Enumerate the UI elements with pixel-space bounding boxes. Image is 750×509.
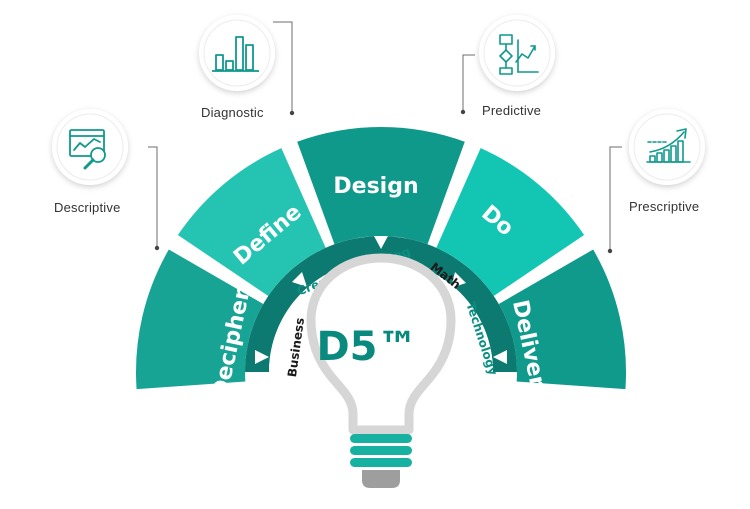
descriptive-connector-dot xyxy=(154,245,160,251)
bulb-base-band-1 xyxy=(350,434,412,443)
prescriptive-connector xyxy=(609,146,622,249)
label-descriptive: Descriptive xyxy=(54,200,121,215)
descriptive-circle xyxy=(52,109,128,185)
bulb-base-band-2 xyxy=(350,446,412,455)
predictive-connector-dot xyxy=(460,109,466,115)
analytics-icons xyxy=(52,15,705,254)
prescriptive-node xyxy=(607,109,705,254)
flowchart-icon xyxy=(499,34,539,75)
prescriptive-connector-dot xyxy=(607,248,613,254)
predictive-node xyxy=(460,15,555,115)
notch-do xyxy=(451,272,466,288)
brand-text: D5™ xyxy=(316,324,417,370)
segment-design xyxy=(297,127,465,245)
diagnostic-node xyxy=(199,15,295,116)
notch-deliver xyxy=(493,350,507,364)
label-design: Design xyxy=(333,174,418,199)
magnifier-chart-icon xyxy=(69,129,106,170)
diagnostic-circle xyxy=(199,15,275,91)
bulb-base-band-3 xyxy=(350,458,412,467)
bulb-glass xyxy=(306,253,456,435)
segment-deliver xyxy=(498,249,626,390)
predictive-connector xyxy=(462,54,475,110)
diagnostic-connector-dot xyxy=(289,110,295,116)
notch-design xyxy=(374,236,388,249)
segment-do xyxy=(436,148,585,296)
notch-define xyxy=(292,272,307,287)
diagnostic-connector xyxy=(273,21,293,111)
inner-ring xyxy=(245,236,517,372)
descriptive-connector xyxy=(148,146,158,246)
descriptive-node xyxy=(52,109,160,251)
label-prescriptive: Prescriptive xyxy=(629,199,700,214)
pointer-notches xyxy=(255,236,507,364)
segment-decipher xyxy=(136,249,264,390)
notch-decipher xyxy=(255,350,269,364)
segment-define xyxy=(177,148,326,296)
label-predictive: Predictive xyxy=(482,103,542,118)
trend-arrow-icon xyxy=(646,128,691,163)
stage-segments xyxy=(136,127,626,390)
bar-chart-icon xyxy=(212,36,259,72)
light-bulb-icon xyxy=(306,253,456,488)
label-diagnostic: Diagnostic xyxy=(201,105,264,120)
predictive-circle xyxy=(479,15,555,91)
bulb-cap xyxy=(362,470,400,488)
